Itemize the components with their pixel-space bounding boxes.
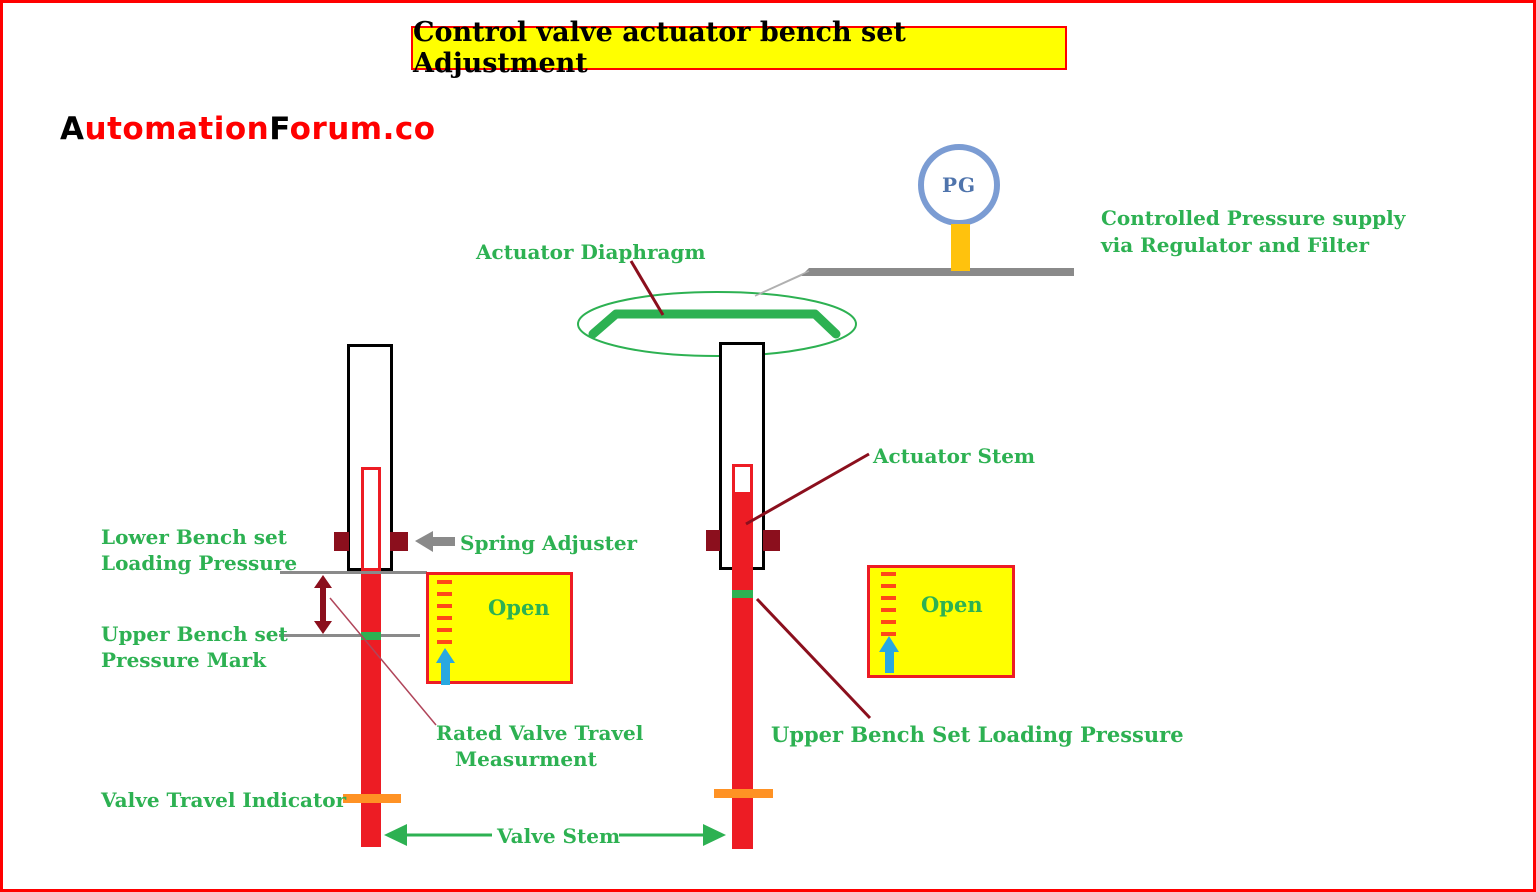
- upper-bench-mark-label-line2: Pressure Mark: [101, 648, 267, 672]
- bench-set-travel-arrow: [314, 575, 332, 634]
- right-spring-adjuster-block-left: [706, 530, 720, 551]
- pipe-leader-line-1: [760, 270, 810, 294]
- controlled-pressure-label-line2: via Regulator and Filter: [1101, 233, 1369, 257]
- right-actuator-stem-guide: [732, 464, 753, 495]
- diaphragm-casing-ellipse: [577, 291, 857, 357]
- logo-part-1: A: [60, 111, 85, 147]
- pressure-gauge: PG: [918, 144, 1000, 226]
- rated-travel-label-line2: Measurment: [455, 747, 597, 771]
- logo-part-4: orum.co: [289, 111, 436, 147]
- pipe-leader-line-2: [754, 274, 803, 297]
- upper-bench-loading-label: Upper Bench Set Loading Pressure: [771, 722, 1184, 747]
- supply-pipe: [801, 268, 1074, 276]
- left-spring-adjuster-block-right: [390, 532, 408, 551]
- spring-adjuster-arrow: [415, 531, 455, 552]
- right-valve-travel-indicator: [714, 789, 773, 798]
- brand-logo: AutomationForum.co: [60, 111, 436, 147]
- pressure-gauge-label: PG: [941, 173, 977, 197]
- page-title-text: Control valve actuator bench set Adjustm…: [413, 17, 906, 79]
- actuator-diaphragm-shape: [588, 309, 841, 339]
- actuator-stem-label: Actuator Stem: [873, 444, 1036, 468]
- left-scale-ticks: [437, 580, 452, 644]
- left-valve-stem: [361, 574, 381, 847]
- valve-stem-label: Valve Stem: [497, 824, 621, 848]
- right-open-label: Open: [921, 592, 983, 617]
- lower-bench-set-line: [280, 571, 427, 574]
- left-valve-travel-indicator: [343, 794, 401, 803]
- logo-part-3: F: [269, 111, 290, 147]
- logo-part-2: utomation: [84, 111, 270, 147]
- right-scale-ticks: [881, 572, 896, 636]
- left-spring-adjuster-block-left: [334, 532, 349, 551]
- rated-travel-leader-line: [329, 597, 437, 726]
- pressure-gauge-stem: [951, 224, 970, 271]
- right-actuator-stem-shape: [732, 492, 753, 849]
- lower-bench-label-line2: Loading Pressure: [101, 551, 298, 575]
- upper-bench-set-line: [279, 634, 420, 637]
- upper-bench-mark-label-line1: Upper Bench set: [101, 622, 288, 646]
- right-bench-set-mark: [732, 590, 753, 598]
- lower-bench-label-line1: Lower Bench set: [101, 525, 287, 549]
- actuator-diaphragm-label: Actuator Diaphragm: [476, 240, 706, 264]
- page-title: Control valve actuator bench set Adjustm…: [411, 17, 1067, 79]
- left-open-label: Open: [488, 595, 550, 620]
- left-bench-set-mark: [361, 632, 381, 640]
- upper-bench-loading-leader-line: [755, 597, 872, 720]
- rated-travel-label-line1: Rated Valve Travel: [436, 721, 644, 745]
- controlled-pressure-label-line1: Controlled Pressure supply: [1101, 206, 1406, 230]
- right-spring-adjuster-block-right: [763, 530, 780, 551]
- valve-stem-arrow-left: [384, 824, 407, 846]
- valve-stem-arrow-right: [703, 824, 726, 846]
- valve-travel-indicator-label: Valve Travel Indicator: [101, 788, 347, 812]
- left-actuator-stem-guide: [361, 467, 381, 571]
- diaphragm-leader-line: [629, 260, 665, 316]
- spring-adjuster-label: Spring Adjuster: [460, 531, 638, 555]
